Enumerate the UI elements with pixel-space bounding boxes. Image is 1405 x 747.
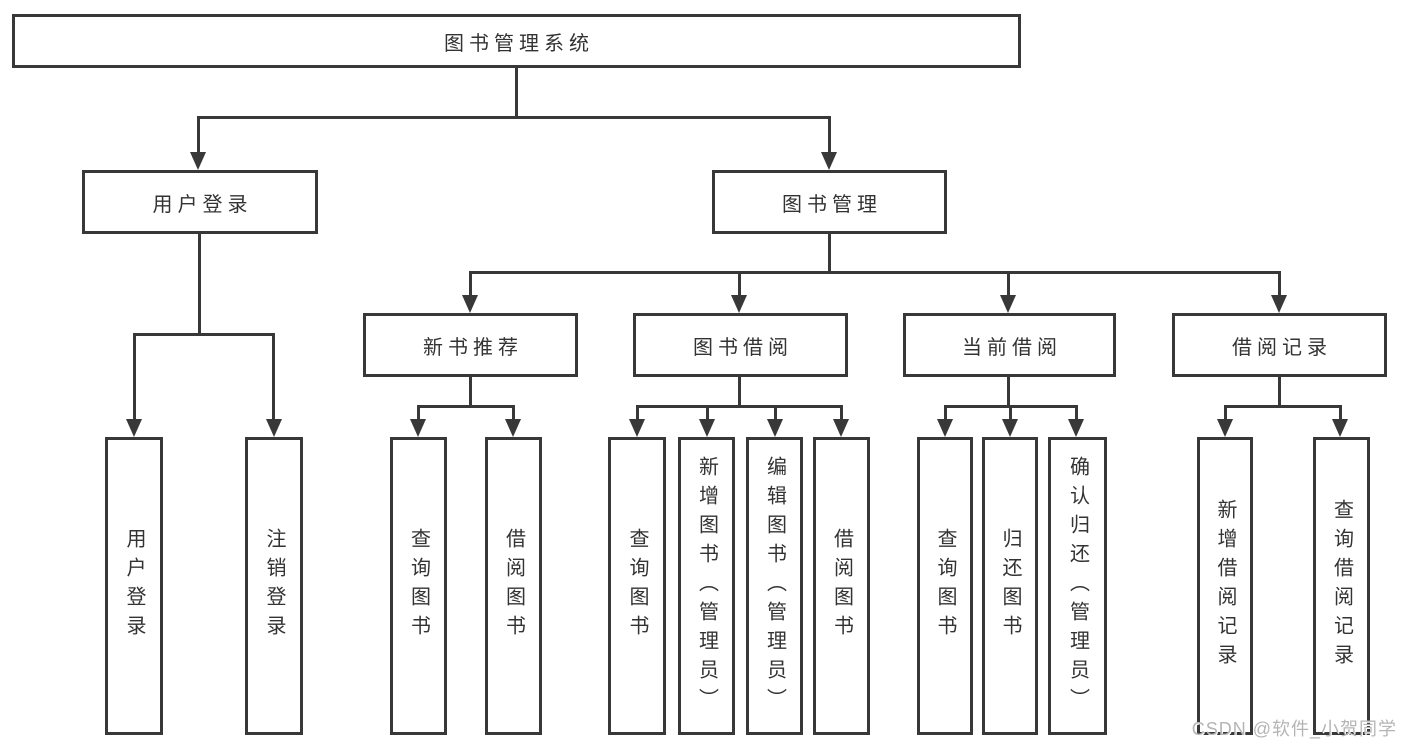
node-user-login: 用户登录 — [82, 170, 318, 234]
arrowhead-down-icon — [505, 419, 521, 437]
connector-line — [1278, 271, 1281, 297]
connector-line — [133, 333, 136, 421]
connector-line — [738, 271, 741, 297]
leaf-records-add-label: 新增借阅记录 — [1214, 499, 1236, 673]
leaf-borrowing-query-label: 查询图书 — [626, 528, 648, 644]
arrowhead-down-icon — [190, 152, 206, 170]
connector-line — [840, 405, 843, 421]
arrowhead-down-icon — [410, 419, 426, 437]
leaf-newbooks-borrow: 借阅图书 — [485, 437, 542, 735]
node-borrowing: 图书借阅 — [633, 313, 848, 377]
leaf-newbooks-borrow-label: 借阅图书 — [502, 528, 525, 644]
leaf-borrowing-add-admin: 新增图书（管理员） — [678, 437, 735, 735]
arrowhead-down-icon — [699, 419, 715, 437]
csdn-watermark: CSDN @软件_小贺同学 — [1191, 719, 1397, 739]
arrowhead-down-icon — [1271, 295, 1287, 313]
connector-line — [1278, 377, 1281, 407]
connector-line — [272, 333, 275, 421]
leaf-current-confirm-admin: 确认归还（管理员） — [1048, 437, 1107, 735]
node-user-login-label: 用户登录 — [152, 193, 253, 216]
leaf-newbooks-query: 查询图书 — [390, 437, 447, 735]
connector-line — [1007, 271, 1010, 297]
connector-line — [944, 405, 947, 421]
arrowhead-down-icon — [266, 419, 282, 437]
leaf-borrowing-borrow-label: 借阅图书 — [830, 528, 853, 644]
arrowhead-down-icon — [731, 295, 747, 313]
arrowhead-down-icon — [767, 419, 783, 437]
arrowhead-down-icon — [1068, 419, 1084, 437]
connector-line — [512, 405, 515, 421]
arrowhead-down-icon — [1217, 419, 1233, 437]
leaf-borrowing-add-admin-label: 新增图书（管理员） — [695, 455, 718, 717]
node-new-books-label: 新书推荐 — [423, 336, 523, 359]
leaf-records-query-label: 查询借阅记录 — [1330, 499, 1353, 673]
node-current-borrow-label: 当前借阅 — [962, 336, 1062, 359]
connector-line — [417, 405, 515, 408]
node-root: 图书管理系统 — [12, 14, 1021, 68]
leaf-borrowing-edit-admin-label: 编辑图书（管理员） — [763, 455, 786, 717]
connector-line — [828, 116, 831, 154]
arrowhead-down-icon — [1002, 419, 1018, 437]
leaf-current-return-label: 归还图书 — [999, 528, 1021, 644]
leaf-current-return: 归还图书 — [982, 437, 1038, 735]
arrowhead-down-icon — [821, 152, 837, 170]
leaf-user-login: 用户登录 — [105, 437, 163, 735]
connector-line — [1224, 405, 1342, 408]
connector-line — [197, 116, 831, 119]
connector-line — [1075, 405, 1078, 421]
leaf-records-add: 新增借阅记录 — [1197, 437, 1253, 735]
connector-line — [469, 271, 1281, 274]
node-book-mgmt: 图书管理 — [712, 170, 947, 234]
leaf-borrowing-query: 查询图书 — [608, 437, 666, 735]
connector-line — [1007, 377, 1010, 407]
arrowhead-down-icon — [937, 419, 953, 437]
arrowhead-down-icon — [833, 419, 849, 437]
connector-line — [469, 271, 472, 297]
leaf-records-query: 查询借阅记录 — [1313, 437, 1370, 735]
leaf-logout: 注销登录 — [245, 437, 303, 735]
node-book-mgmt-label: 图书管理 — [782, 193, 882, 216]
leaf-logout-label: 注销登录 — [263, 528, 285, 644]
leaf-borrowing-borrow: 借阅图书 — [813, 437, 870, 735]
connector-line — [738, 377, 741, 407]
connector-line — [197, 116, 200, 154]
leaf-borrowing-edit-admin: 编辑图书（管理员） — [746, 437, 803, 735]
connector-line — [636, 405, 842, 408]
leaf-current-confirm-admin-label: 确认归还（管理员） — [1066, 455, 1089, 717]
leaf-current-query-label: 查询图书 — [934, 528, 956, 644]
node-borrow-records-label: 借阅记录 — [1232, 336, 1332, 359]
node-current-borrow: 当前借阅 — [903, 313, 1116, 377]
connector-line — [706, 405, 709, 421]
connector-line — [515, 68, 518, 118]
arrowhead-down-icon — [126, 419, 142, 437]
connector-line — [1224, 405, 1227, 421]
connector-line — [1339, 405, 1342, 421]
leaf-newbooks-query-label: 查询图书 — [407, 528, 430, 644]
arrowhead-down-icon — [1332, 419, 1348, 437]
connector-line — [133, 333, 275, 336]
node-borrow-records: 借阅记录 — [1172, 313, 1387, 377]
leaf-user-login-label: 用户登录 — [123, 528, 145, 644]
connector-line — [417, 405, 420, 421]
connector-line — [1009, 405, 1012, 421]
node-borrowing-label: 图书借阅 — [693, 336, 793, 359]
connector-line — [774, 405, 777, 421]
arrowhead-down-icon — [629, 419, 645, 437]
node-new-books: 新书推荐 — [363, 313, 578, 377]
connector-line — [469, 377, 472, 407]
connector-line — [198, 234, 201, 336]
connector-line — [828, 234, 831, 274]
node-root-label: 图书管理系统 — [444, 32, 594, 55]
arrowhead-down-icon — [1000, 295, 1016, 313]
leaf-current-query: 查询图书 — [917, 437, 973, 735]
connector-line — [636, 405, 639, 421]
arrowhead-down-icon — [462, 295, 478, 313]
